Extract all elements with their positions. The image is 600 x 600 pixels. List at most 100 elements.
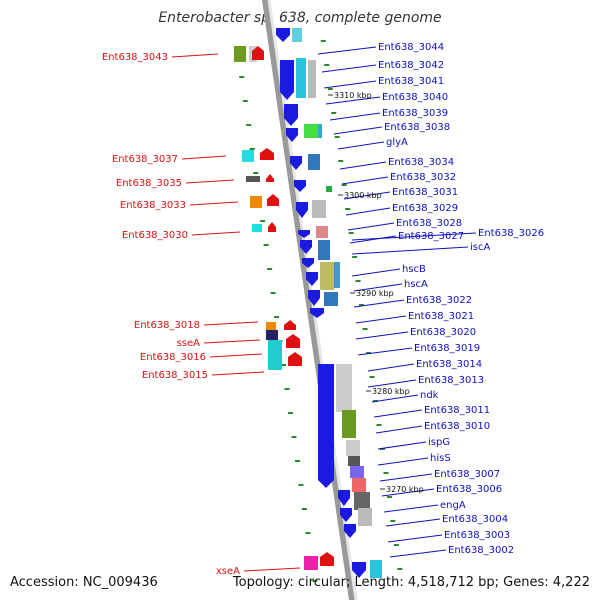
- leader-line-right: [379, 473, 433, 482]
- cds-arrow: [300, 240, 312, 254]
- cds-arrow: [280, 60, 294, 100]
- leader-line-left: [209, 353, 263, 358]
- track-tick-right: [362, 328, 368, 330]
- track-tick-left: [294, 460, 300, 462]
- feature-box: [304, 124, 318, 138]
- cds-up-arrow: [266, 174, 274, 182]
- track-tick-left: [298, 484, 304, 486]
- cds-up-arrow: [284, 320, 296, 330]
- gene-label-right: ndk: [420, 390, 439, 401]
- gene-label-left: Ent638_3037: [112, 154, 178, 165]
- feature-box: [246, 176, 260, 182]
- feature-box: [312, 200, 326, 218]
- feature-box: [268, 340, 282, 370]
- track-tick-right: [379, 448, 385, 450]
- track-tick-left: [246, 124, 252, 126]
- gene-label-right: iscA: [470, 242, 490, 253]
- cds-arrow: [276, 28, 290, 42]
- cds-arrow: [344, 524, 356, 538]
- kbp-marker: 3280 kbp: [372, 387, 410, 396]
- gene-label-right: Ent638_3041: [378, 76, 444, 87]
- gene-label-left: xseA: [216, 566, 240, 577]
- track-tick-right: [355, 280, 361, 282]
- kbp-marker: 3310 kbp: [334, 91, 372, 100]
- gene-label-right: ispG: [428, 437, 450, 448]
- track-tick-right: [338, 160, 344, 162]
- feature-box: [316, 226, 328, 238]
- cds-up-arrow: [267, 194, 279, 206]
- track-tick-left: [242, 100, 248, 102]
- track-tick-right: [366, 352, 372, 354]
- cds-up-arrow: [252, 46, 264, 60]
- leader-line-right: [383, 504, 439, 513]
- track-tick-right: [345, 208, 351, 210]
- feature-box: [336, 364, 352, 412]
- leader-line-right: [351, 232, 477, 241]
- gene-label-right: Ent638_3013: [418, 375, 484, 386]
- cds-arrow: [284, 104, 298, 126]
- feature-box: [296, 58, 306, 98]
- gene-label-right: Ent638_3014: [416, 359, 482, 370]
- cds-up-arrow: [268, 222, 276, 232]
- cds-arrow: [294, 180, 306, 192]
- feature-box: [370, 560, 382, 578]
- feature-box: [318, 124, 322, 138]
- gene-label-right: Ent638_3028: [396, 218, 462, 229]
- gene-label-left: Ent638_3030: [122, 230, 188, 241]
- leader-line-right: [381, 488, 435, 497]
- kbp-marker: 3270 kbp: [386, 485, 424, 494]
- track-tick-right: [386, 496, 392, 498]
- leader-line-right: [375, 425, 423, 434]
- track-tick-right: [393, 544, 399, 546]
- leader-line-right: [333, 126, 383, 135]
- gene-label-right: glyA: [386, 137, 408, 148]
- gene-label-right: Ent638_3026: [478, 228, 544, 239]
- track-tick-left: [291, 436, 297, 438]
- track-tick-left: [284, 388, 290, 390]
- gene-label-right: Ent638_3040: [382, 92, 448, 103]
- feature-box: [358, 508, 372, 526]
- leader-line-right: [339, 161, 387, 170]
- leader-line-right: [355, 331, 409, 340]
- gene-label-right: Ent638_3042: [378, 60, 444, 71]
- leader-line-right: [353, 299, 405, 308]
- track-tick-right: [369, 376, 375, 378]
- track-tick-right: [320, 40, 326, 42]
- track-tick-left: [312, 580, 318, 582]
- track-tick-left: [288, 412, 293, 414]
- leader-line-right: [317, 46, 377, 55]
- track-tick-right: [341, 184, 347, 186]
- feature-box: [308, 154, 320, 170]
- gene-label-right: Ent638_3003: [444, 530, 510, 541]
- gene-label-right: Ent638_3027: [398, 231, 464, 242]
- cds-arrow: [298, 230, 310, 238]
- track-tick-right: [327, 88, 333, 90]
- leader-line-right: [325, 96, 381, 105]
- gene-label-left: Ent638_3043: [102, 52, 168, 63]
- leader-line-right: [351, 246, 469, 255]
- gene-label-right: Ent638_3007: [434, 469, 500, 480]
- gene-label-right: Ent638_3002: [448, 545, 514, 556]
- kbp-marker: 3300 kbp: [344, 191, 382, 200]
- leader-line-left: [181, 155, 227, 160]
- gene-label-right: Ent638_3004: [442, 514, 508, 525]
- track-tick-right: [334, 136, 340, 138]
- cds-arrow: [340, 508, 352, 522]
- leader-line-left: [203, 321, 259, 326]
- cds-up-arrow: [260, 148, 274, 160]
- cds-arrow: [310, 308, 324, 318]
- leader-line-right: [367, 363, 415, 372]
- gene-label-right: Ent638_3034: [388, 157, 454, 168]
- feature-box: [252, 224, 262, 232]
- leader-line-right: [343, 191, 391, 200]
- feature-box: [242, 150, 254, 162]
- track-tick-right: [359, 304, 365, 306]
- cds-up-arrow: [320, 552, 334, 566]
- leader-line-right: [321, 64, 377, 73]
- gene-label-right: Ent638_3032: [390, 172, 456, 183]
- gene-label-right: engA: [440, 500, 466, 511]
- leader-line-right: [371, 394, 419, 403]
- feature-box: [354, 492, 370, 510]
